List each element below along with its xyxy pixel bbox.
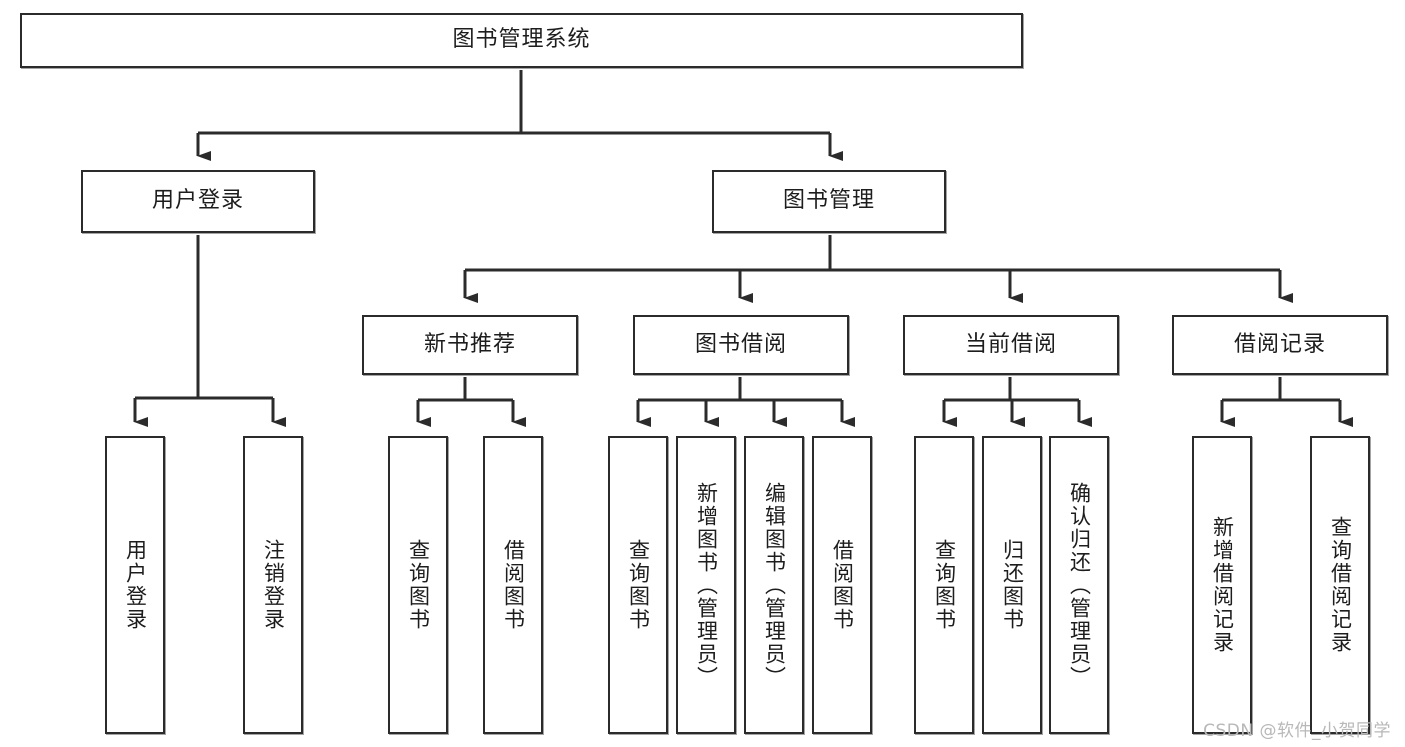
node-label: 借阅图书 [501,539,526,631]
leaf-record-add-record[interactable]: 新增借阅记录 [1192,436,1252,734]
leaf-current-confirm-return-admin[interactable]: 确认归还（管理员） [1049,436,1109,734]
leaf-borrow-borrow-book[interactable]: 借阅图书 [812,436,872,734]
node-label: 新增借阅记录 [1210,516,1235,654]
node-user-login[interactable]: 用户登录 [81,170,315,233]
node-label: 归还图书 [1000,539,1025,631]
node-label: 借阅图书 [830,539,855,631]
node-label: 新增图书（管理员） [694,481,719,689]
node-label: 查询图书 [406,539,431,631]
leaf-recommend-query-book[interactable]: 查询图书 [388,436,448,734]
node-label: 图书管理系统 [452,27,591,53]
leaf-current-query-book[interactable]: 查询图书 [914,436,974,734]
node-book-borrow[interactable]: 图书借阅 [633,315,849,375]
leaf-borrow-query-book[interactable]: 查询图书 [608,436,668,734]
node-label: 用户登录 [123,539,148,631]
leaf-borrow-add-book-admin[interactable]: 新增图书（管理员） [676,436,736,734]
leaf-user-login-signout[interactable]: 注销登录 [243,436,303,734]
node-label: 借阅记录 [1233,331,1326,357]
leaf-current-return-book[interactable]: 归还图书 [982,436,1042,734]
node-label: 编辑图书（管理员） [762,481,787,689]
node-book-management[interactable]: 图书管理 [712,170,946,233]
node-label: 确认归还（管理员） [1067,481,1092,689]
leaf-user-login-signin[interactable]: 用户登录 [105,436,165,734]
node-label: 图书借阅 [694,331,787,357]
leaf-record-query-record[interactable]: 查询借阅记录 [1310,436,1370,734]
node-current-borrow[interactable]: 当前借阅 [903,315,1119,375]
node-label: 用户登录 [151,188,244,214]
node-label: 新书推荐 [423,331,516,357]
node-label: 当前借阅 [964,331,1057,357]
node-borrow-record[interactable]: 借阅记录 [1172,315,1388,375]
node-label: 查询图书 [626,539,651,631]
leaf-recommend-borrow-book[interactable]: 借阅图书 [483,436,543,734]
node-label: 图书管理 [782,188,875,214]
leaf-borrow-edit-book-admin[interactable]: 编辑图书（管理员） [744,436,804,734]
node-root-system[interactable]: 图书管理系统 [20,13,1023,68]
csdn-watermark: CSDN @软件_小贺同学 [1203,721,1391,741]
node-label: 注销登录 [261,539,286,631]
node-label: 查询图书 [932,539,957,631]
node-label: 查询借阅记录 [1328,516,1353,654]
node-new-book-recommend[interactable]: 新书推荐 [362,315,578,375]
